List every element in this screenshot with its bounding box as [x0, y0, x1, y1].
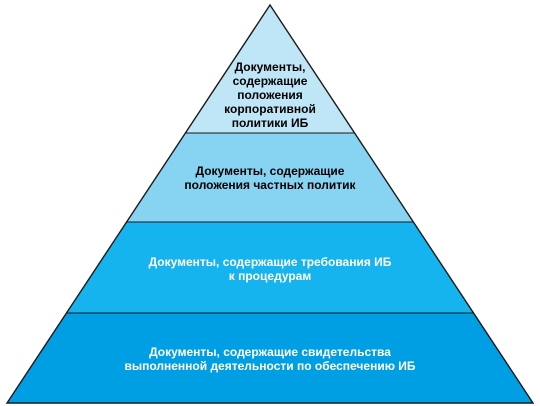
tier-1-label: Документы, содержащие положения корпорат… [224, 60, 316, 130]
pyramid-tier-4-activity-evidence [7, 313, 533, 403]
tier-2-label: Документы, содержащие положения частных … [184, 164, 356, 192]
pyramid-tier-2-private-policies [127, 133, 413, 222]
pyramid-tier-1-corporate-policy [185, 5, 355, 133]
pyramid-tier-3-procedures [67, 222, 473, 313]
tier-3-label: Документы, содержащие требования ИБ к пр… [148, 255, 392, 283]
tier-4-label: Документы, содержащие свидетельства выпо… [124, 345, 416, 373]
pyramid-outline [5, 3, 535, 404]
